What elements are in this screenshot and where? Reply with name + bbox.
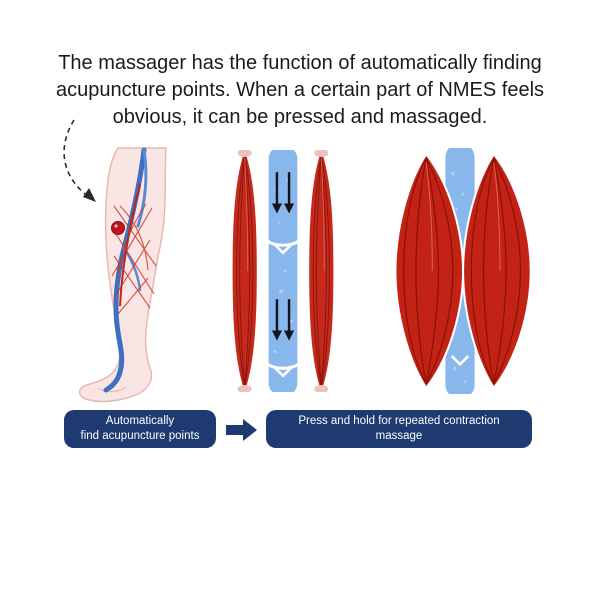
relaxed-muscle-illustration [222, 150, 344, 392]
acupoint-highlight [114, 224, 118, 228]
headline: The massager has the function of automat… [0, 50, 600, 131]
bulged-muscle-right [462, 152, 532, 390]
label-auto-find: Automatically find acupuncture points [64, 410, 216, 448]
headline-line-1: The massager has the function of automat… [58, 52, 542, 74]
contracted-muscle-illustration [385, 148, 535, 394]
label-press-hold: Press and hold for repeated contraction … [266, 410, 532, 448]
arrow-right-icon [226, 418, 258, 442]
label-press-hold-line-1: Press and hold for repeated contraction [298, 414, 500, 427]
leg-body [78, 147, 167, 403]
artery-web [111, 203, 157, 315]
label-press-hold-line-2: massage [375, 430, 423, 442]
label-auto-find-line-2: find acupuncture points [80, 430, 200, 442]
label-auto-find-line-1: Automatically [105, 414, 175, 427]
headline-line-2: acupuncture points. When a certain part … [55, 79, 545, 101]
acupoint-dot [111, 221, 125, 235]
dashed-pointer-arrow [63, 119, 96, 202]
muscle-spindle-left [232, 150, 257, 392]
blood-flow-arrows [271, 172, 295, 341]
bulged-muscle-left [394, 152, 465, 390]
vein-valves [265, 239, 301, 378]
muscle-spindle-right [309, 150, 334, 392]
main-artery [119, 183, 141, 307]
leg-illustration [56, 118, 198, 410]
vein-channel [265, 150, 301, 392]
headline-line-3: obvious, it can be pressed and massaged. [112, 106, 488, 128]
